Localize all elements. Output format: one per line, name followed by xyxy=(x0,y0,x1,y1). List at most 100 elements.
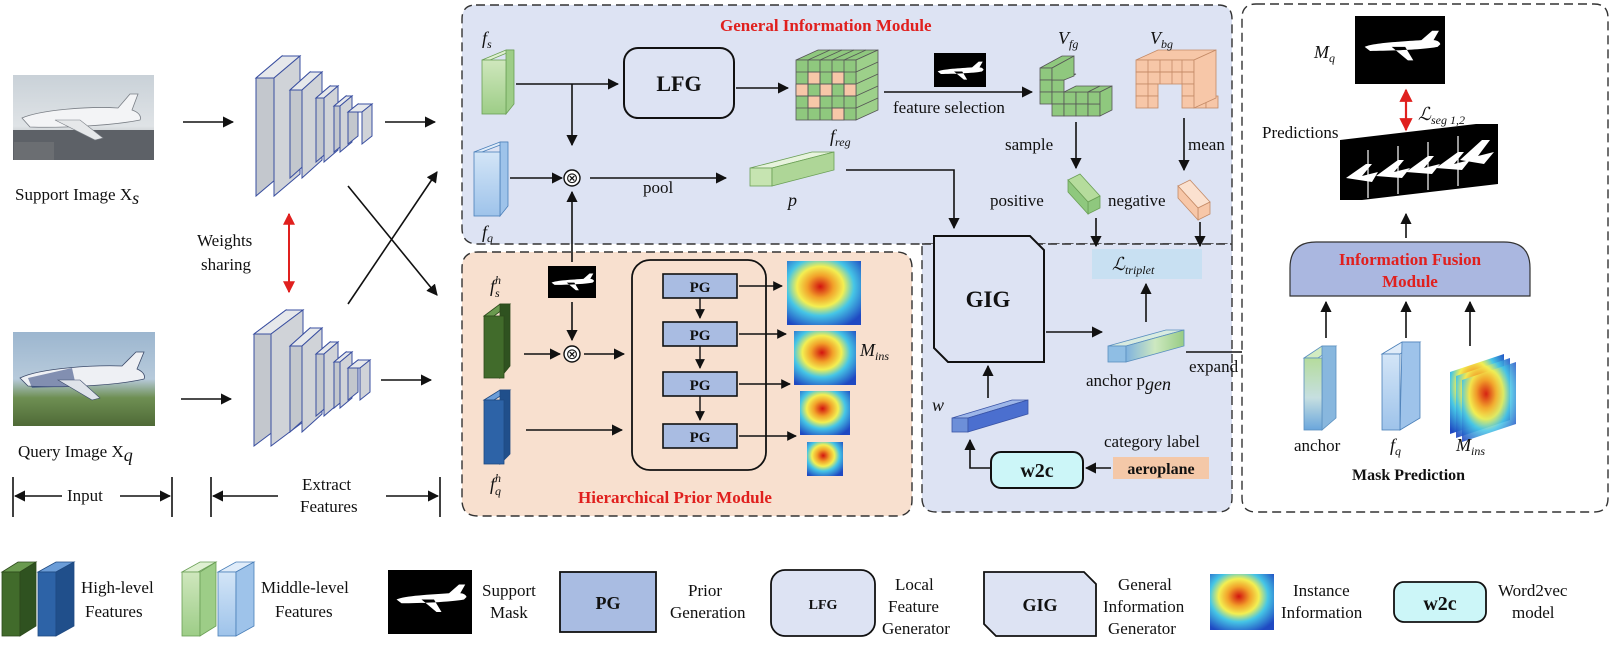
svg-text:Word2vec: Word2vec xyxy=(1498,581,1568,600)
svg-text:Instance: Instance xyxy=(1293,581,1350,600)
positive-label: positive xyxy=(990,191,1044,210)
mins-label: Mins xyxy=(859,340,889,363)
hpm-title: Hierarchical Prior Module xyxy=(578,488,772,507)
svg-text:Local: Local xyxy=(895,575,934,594)
multiply-op-hpm xyxy=(563,345,581,363)
svg-text:Middle-level: Middle-level xyxy=(261,578,349,597)
legend-pg-box xyxy=(559,571,657,633)
svg-text:Features: Features xyxy=(85,602,143,621)
support-image xyxy=(13,75,154,160)
anchor-label: anchor xyxy=(1294,436,1341,455)
freg-grid xyxy=(795,49,879,121)
query-image xyxy=(13,332,155,426)
multiply-symbol-hpm: ⊗ xyxy=(566,345,579,363)
fq-feature xyxy=(473,141,509,218)
svg-text:LFG: LFG xyxy=(809,598,838,613)
fq-feature-mask xyxy=(1380,341,1422,431)
information-fusion-module xyxy=(1289,241,1531,297)
prediction-stack xyxy=(1340,124,1498,200)
svg-text:High-level: High-level xyxy=(81,578,154,597)
gim-title: General Information Module xyxy=(720,16,932,35)
svg-text:Features: Features xyxy=(275,602,333,621)
svg-text:w2c: w2c xyxy=(1423,593,1456,615)
pool-label: pool xyxy=(643,178,674,197)
svg-text:Generator: Generator xyxy=(882,619,950,638)
aeroplane-tag xyxy=(1113,457,1209,479)
w-feature xyxy=(951,399,1029,433)
anchor-p-gen-label: anchor pgen xyxy=(1086,371,1171,394)
legend-support-mask xyxy=(388,570,472,634)
fs-feature xyxy=(481,49,515,116)
anchor-feature xyxy=(1302,345,1338,431)
svg-text:Information: Information xyxy=(1103,597,1185,616)
instance-heatmaps xyxy=(787,261,861,476)
extract-bracket xyxy=(210,477,441,517)
p-label: p xyxy=(786,190,797,210)
gig-box xyxy=(933,235,1045,363)
svg-text:GIG: GIG xyxy=(1022,595,1057,615)
vfg-label: Vfg xyxy=(1058,28,1078,51)
fsh-feature xyxy=(482,303,512,380)
query-image-caption: Query Image Xq xyxy=(18,442,133,465)
pg-label-2: PG xyxy=(690,328,711,344)
p-feature xyxy=(749,151,835,187)
svg-text:Feature: Feature xyxy=(888,597,939,616)
mins-label-mask: Mins xyxy=(1455,435,1485,458)
svg-text:Prior: Prior xyxy=(688,581,722,600)
mq-label: Mq xyxy=(1313,42,1335,65)
support-encoder xyxy=(254,54,374,198)
support-mask-hpm xyxy=(548,266,596,298)
query-encoder xyxy=(252,309,372,447)
w2c-box xyxy=(990,451,1084,489)
fqh-feature xyxy=(482,389,512,465)
freg-label: freg xyxy=(830,126,851,149)
extract-label-1: Extract xyxy=(302,475,351,494)
legend-gig-box xyxy=(983,571,1097,637)
input-bracket xyxy=(12,477,173,517)
pg-container xyxy=(631,259,767,471)
negative-feature xyxy=(1177,179,1211,222)
support-image-caption: Support Image Xs xyxy=(15,185,139,208)
vbg-grid xyxy=(1135,49,1219,109)
support-mask-small xyxy=(934,53,986,87)
sample-label: sample xyxy=(1005,135,1053,154)
legend-middle-level-features xyxy=(180,561,256,637)
vbg-label: Vbg xyxy=(1150,28,1173,51)
svg-text:Generator: Generator xyxy=(1108,619,1176,638)
lfg-label: LFG xyxy=(656,71,701,96)
gig-label: GIG xyxy=(966,287,1011,312)
svg-text:Support: Support xyxy=(482,581,536,600)
w-label: w xyxy=(932,395,944,415)
legend-instance-heatmap xyxy=(1210,574,1274,630)
input-label: Input xyxy=(67,486,103,505)
feature-selection-label: feature selection xyxy=(893,98,1005,117)
legend-w2c-box xyxy=(1393,581,1487,623)
mins-stack xyxy=(1450,354,1516,442)
legend-high-level-features xyxy=(0,561,76,637)
mask-prediction-title: Mask Prediction xyxy=(1352,467,1465,484)
svg-text:Mask: Mask xyxy=(490,603,528,622)
negative-label: negative xyxy=(1108,191,1166,210)
positive-feature xyxy=(1067,173,1101,216)
pg-label-4: PG xyxy=(690,430,711,446)
multiply-symbol-gim: ⊗ xyxy=(566,169,579,187)
weights-sharing-label-2: sharing xyxy=(201,255,252,274)
pg-label-3: PG xyxy=(690,378,711,394)
expand-label: expand xyxy=(1189,357,1239,376)
multiply-op-gim xyxy=(563,169,581,187)
svg-text:PG: PG xyxy=(596,593,621,613)
fs-label: fs xyxy=(482,28,492,51)
anchor-p-gen-feature xyxy=(1107,329,1185,363)
ifm-label-2: Module xyxy=(1382,272,1438,291)
extract-label-2: Features xyxy=(300,497,358,516)
svg-text:model: model xyxy=(1512,603,1555,622)
triplet-loss-label: ℒtriplet xyxy=(1112,254,1155,277)
weights-sharing-label-1: Weights xyxy=(197,231,252,250)
mean-label: mean xyxy=(1188,135,1225,154)
legend: High-level Features Middle-level Feature… xyxy=(0,561,1568,638)
mq-mask xyxy=(1355,16,1445,84)
vfg-grid xyxy=(1039,55,1113,117)
